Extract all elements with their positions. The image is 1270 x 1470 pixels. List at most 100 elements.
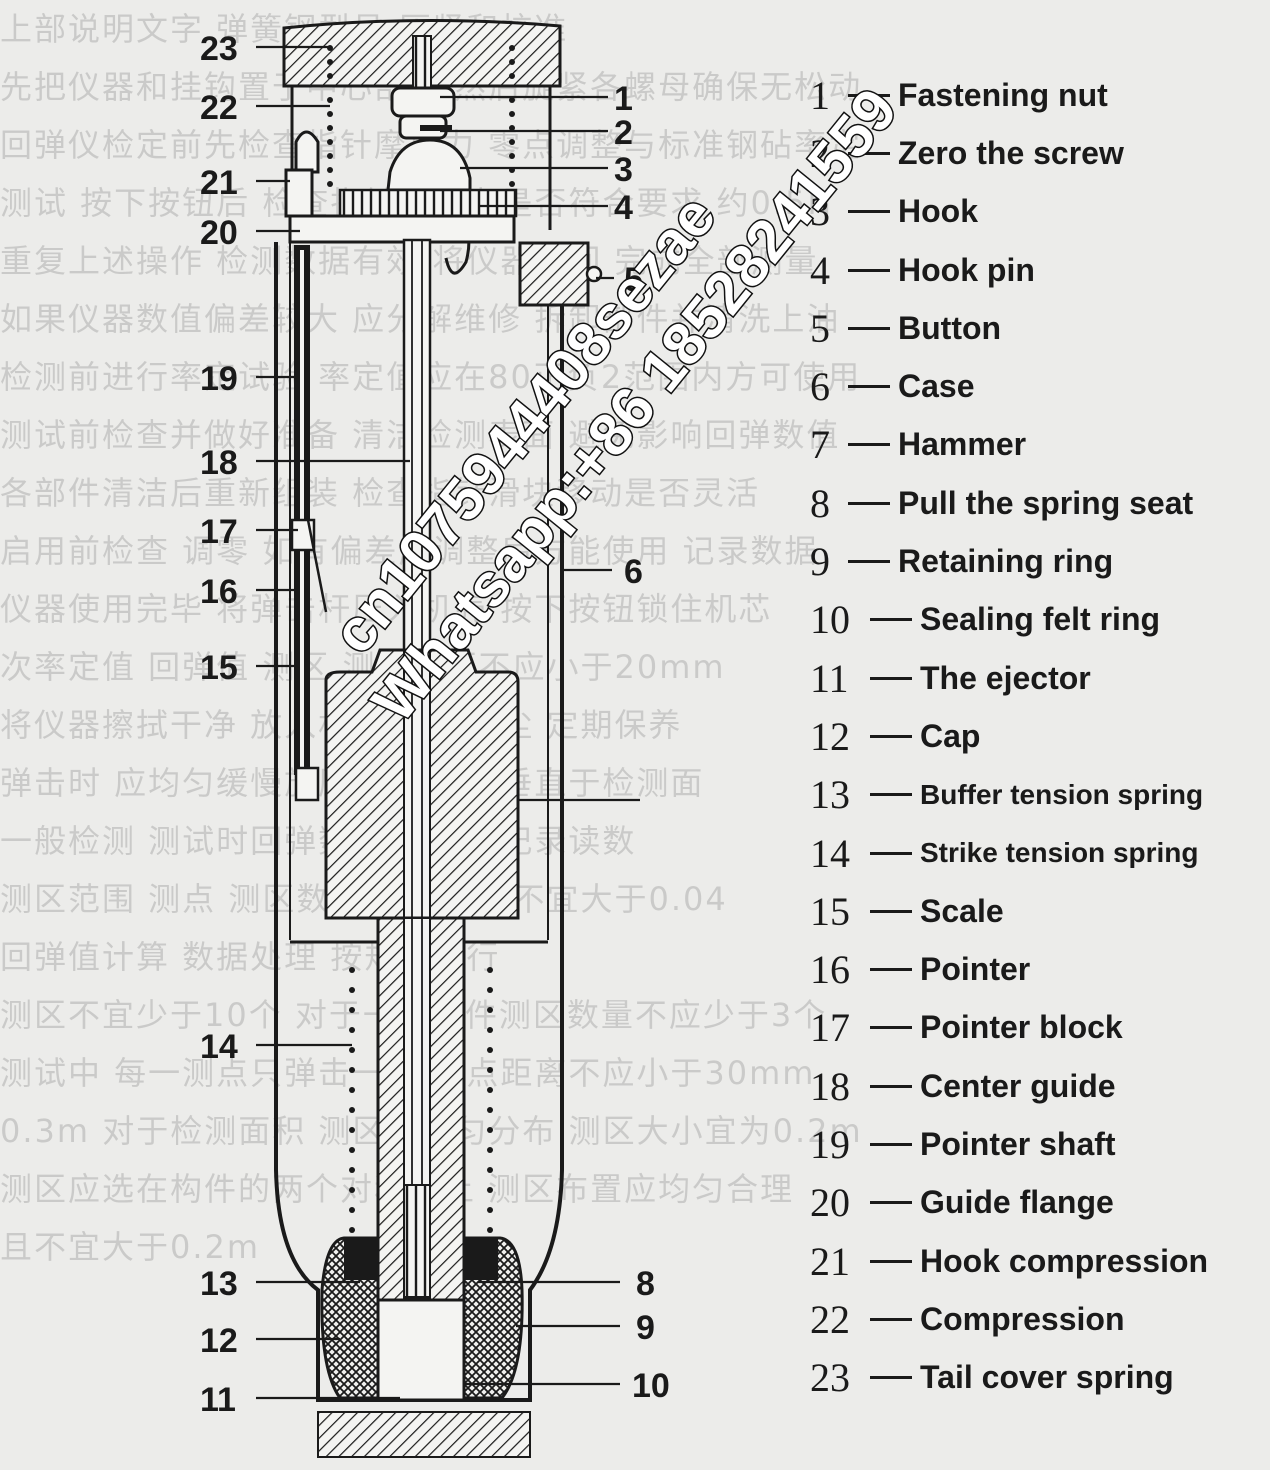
legend-item-5: 5 Button: [810, 299, 1265, 357]
legend-dash: [870, 909, 912, 913]
legend-dash: [848, 385, 890, 389]
legend-number: 11: [810, 655, 849, 701]
legend-number: 9: [810, 539, 830, 585]
legend-label: Sealing felt ring: [920, 601, 1161, 638]
callout-4: 4: [614, 189, 633, 227]
legend-dash: [870, 618, 912, 622]
legend-number: 2: [810, 130, 830, 176]
pointer: [306, 519, 328, 613]
legend-dash: [870, 1084, 912, 1088]
legend-dash: [870, 851, 912, 855]
legend-number: 7: [810, 422, 830, 468]
legend-label: Zero the screw: [898, 134, 1124, 171]
legend-dash: [870, 1259, 912, 1263]
anvil-base: [317, 1411, 531, 1458]
legend-item-16: 16 Pointer: [810, 940, 1265, 998]
legend-label: The ejector: [920, 659, 1091, 696]
legend-item-13: 13 Buffer tension spring: [810, 766, 1265, 824]
legend-number: 10: [810, 597, 850, 643]
legend-number: 3: [810, 189, 830, 235]
legend-dash: [848, 501, 890, 505]
legend-item-7: 7 Hammer: [810, 416, 1265, 474]
legend-dash: [870, 734, 912, 738]
hook: [386, 138, 472, 192]
legend-number: 15: [810, 888, 850, 934]
rebound-hammer-diagram: 23 22 21 20 19 18 17 16 15 14 13 12 11 1…: [200, 18, 670, 1458]
legend-number: 21: [810, 1238, 850, 1284]
legend-label: Retaining ring: [898, 543, 1114, 580]
legend-dash: [848, 326, 890, 330]
legend-item-14: 14 Strike tension spring: [810, 824, 1265, 882]
legend-dash: [848, 210, 890, 214]
legend-label: Pull the spring seat: [898, 484, 1194, 521]
legend-dash: [870, 1026, 912, 1030]
legend-item-9: 9 Retaining ring: [810, 532, 1265, 590]
legend-label: Buffer tension spring: [920, 778, 1204, 810]
legend-number: 6: [810, 364, 830, 410]
legend-label: Compression: [920, 1300, 1125, 1337]
legend-label: Center guide: [920, 1067, 1116, 1104]
callout-3: 3: [614, 151, 633, 189]
legend-number: 19: [810, 1121, 850, 1167]
legend-dash: [848, 93, 890, 97]
tail-cover-springs: [327, 45, 515, 187]
callout-15: 15: [200, 649, 238, 687]
legend-item-11: 11 The ejector: [810, 649, 1265, 707]
ejector: [376, 1298, 466, 1402]
callout-8: 8: [636, 1265, 655, 1303]
legend-dash: [848, 151, 890, 155]
legend-number: 13: [810, 772, 850, 818]
callout-5: 5: [624, 261, 643, 299]
legend-label: Hammer: [898, 426, 1027, 463]
legend-label: Pointer: [920, 951, 1031, 988]
legend-number: 5: [810, 305, 830, 351]
callout-12: 12: [200, 1322, 238, 1360]
callout-11: 11: [200, 1381, 236, 1419]
callout-23: 23: [200, 30, 238, 68]
hook-release: [294, 130, 320, 174]
button: [518, 241, 590, 307]
legend-label: Scale: [920, 892, 1004, 929]
legend-item-18: 18 Center guide: [810, 1057, 1265, 1115]
legend-dash: [870, 676, 912, 680]
legend-label: Tail cover spring: [920, 1359, 1174, 1396]
callout-21: 21: [200, 164, 238, 202]
legend-number: 14: [810, 830, 850, 876]
callout-17: 17: [200, 513, 238, 551]
callout-18: 18: [200, 444, 238, 482]
callout-6: 6: [624, 553, 643, 591]
legend-dash: [870, 1317, 912, 1321]
legend-label: Fastening nut: [898, 76, 1108, 113]
callout-19: 19: [200, 360, 238, 398]
callout-13: 13: [200, 1265, 238, 1303]
callout-2: 2: [614, 114, 633, 152]
legend-number: 16: [810, 947, 850, 993]
legend-item-15: 15 Scale: [810, 882, 1265, 940]
callout-1: 1: [614, 80, 633, 118]
legend-number: 20: [810, 1180, 850, 1226]
legend-label: Strike tension spring: [920, 837, 1199, 868]
legend-item-10: 10 Sealing felt ring: [810, 591, 1265, 649]
callout-16: 16: [200, 573, 238, 611]
leader-lines-right: [440, 95, 640, 1386]
legend-number: 23: [810, 1355, 850, 1401]
callout-9: 9: [636, 1309, 655, 1347]
fastening-nut: [390, 86, 456, 118]
legend-item-2: 2 Zero the screw: [810, 124, 1265, 182]
legend-label: Hook pin: [898, 251, 1035, 288]
legend-dash: [848, 560, 890, 564]
legend-label: Cap: [920, 717, 981, 754]
legend-number: 18: [810, 1063, 850, 1109]
legend-label: Button: [898, 309, 1002, 346]
legend-label: Pointer shaft: [920, 1125, 1116, 1162]
callout-10: 10: [632, 1367, 670, 1405]
